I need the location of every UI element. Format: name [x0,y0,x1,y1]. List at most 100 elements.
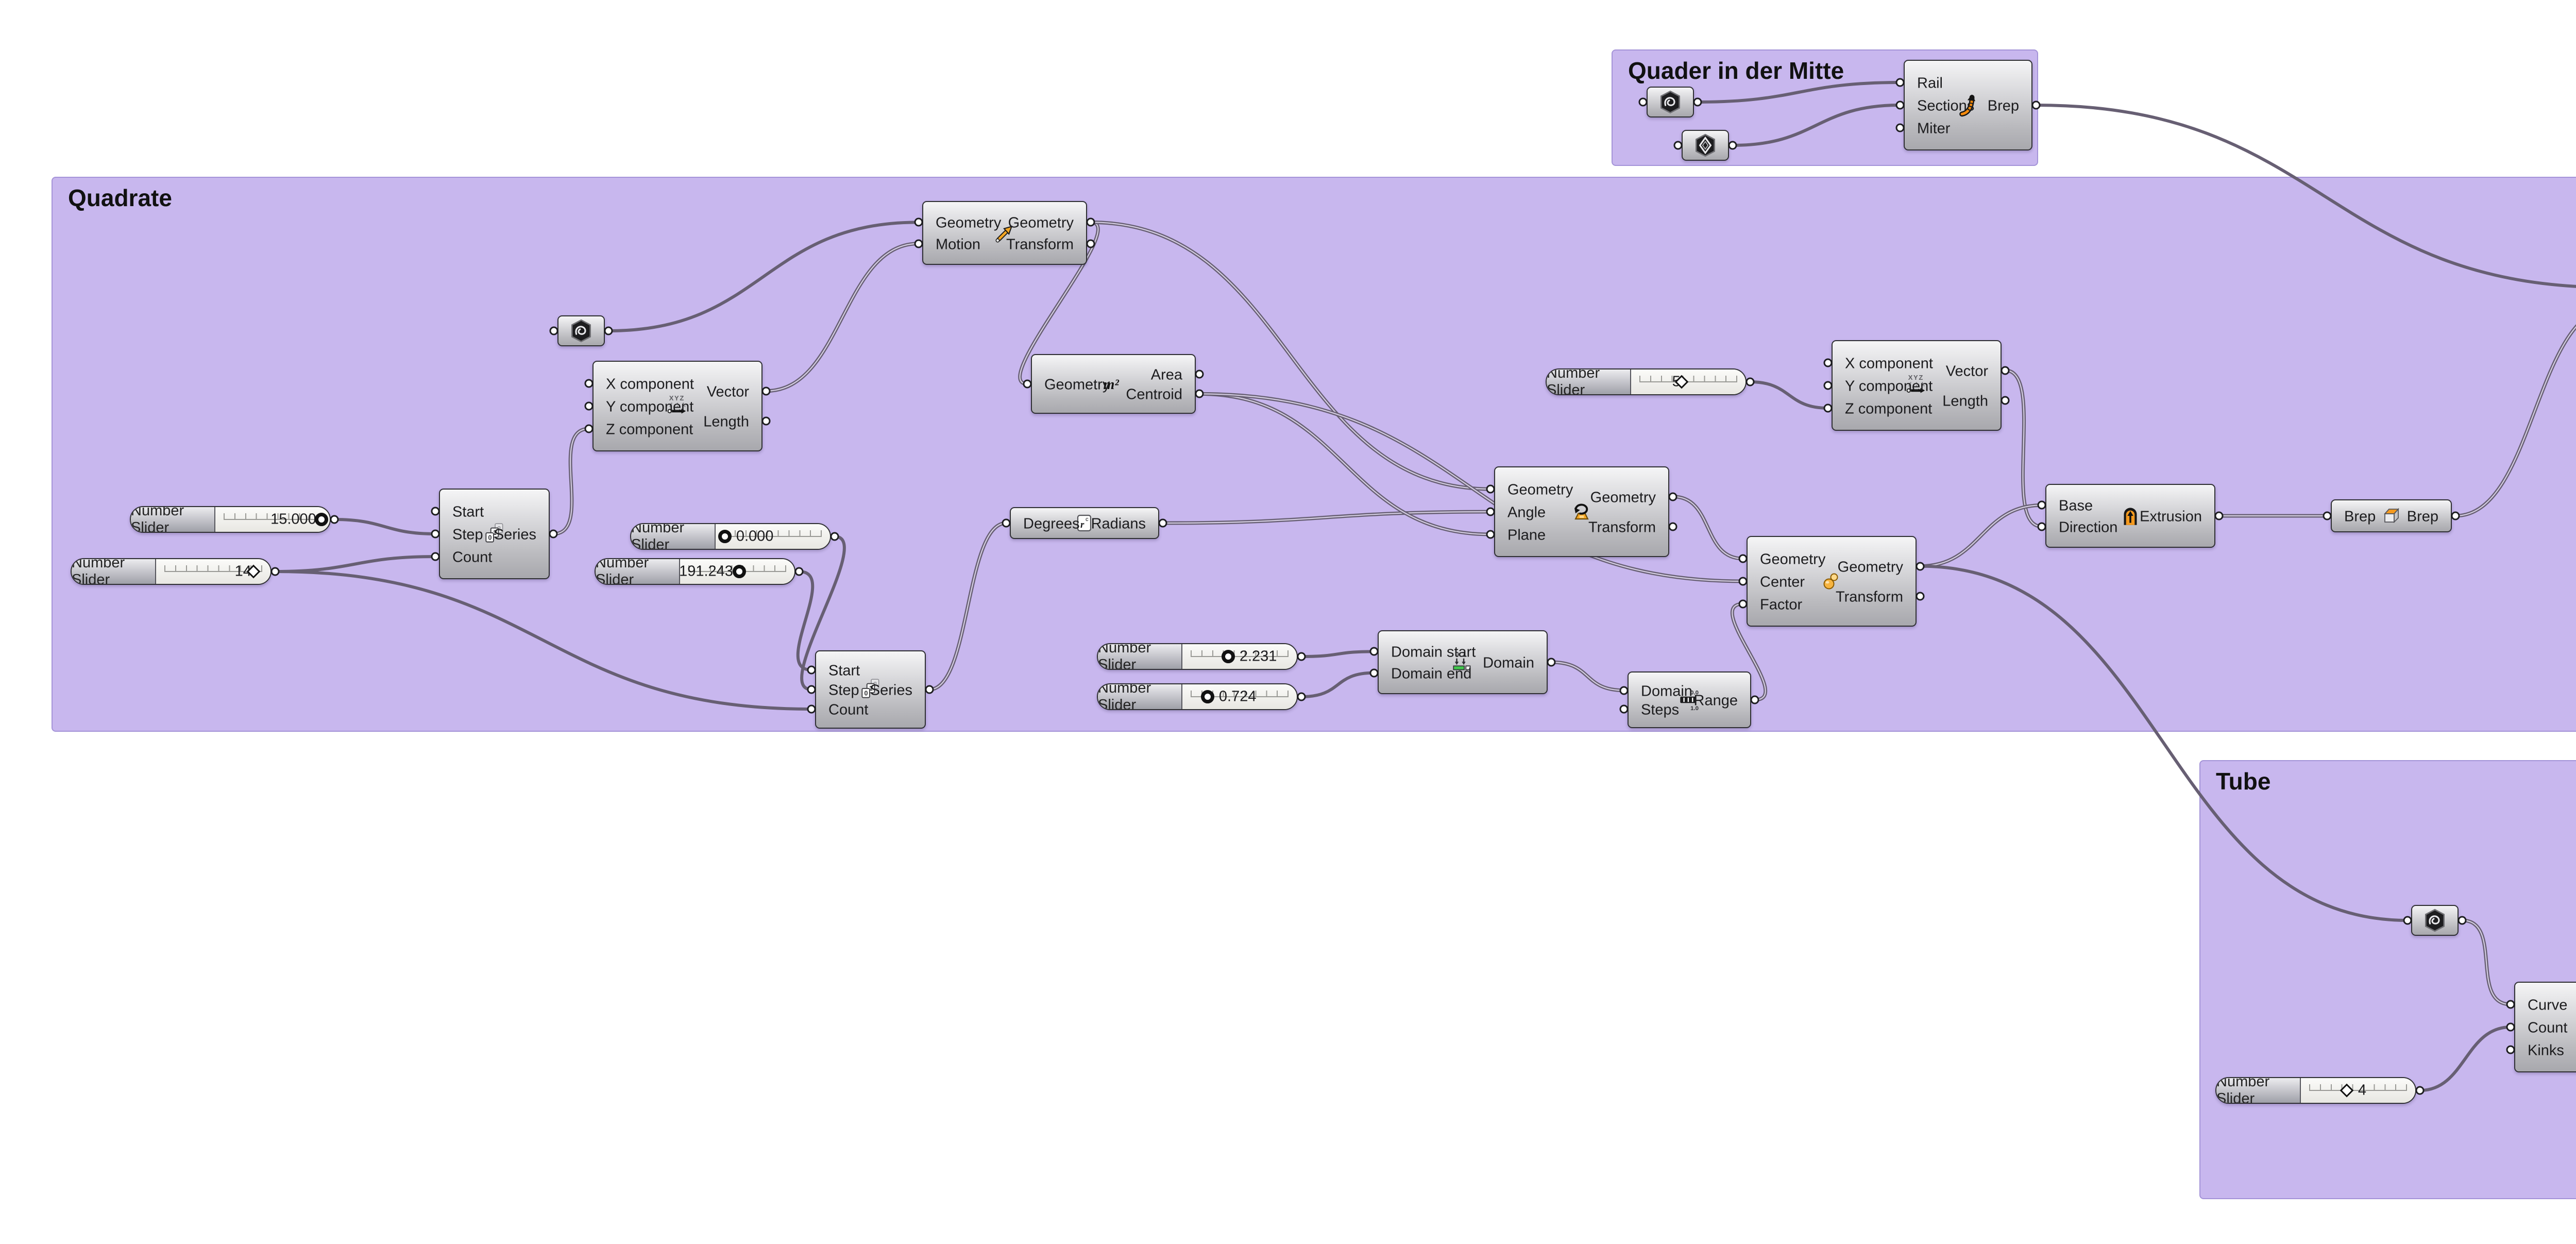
port[interactable] [1693,97,1702,107]
port[interactable] [431,552,440,561]
port[interactable] [1195,389,1204,398]
port[interactable] [1668,522,1677,531]
port[interactable] [1895,123,1905,132]
port[interactable] [549,529,558,539]
port[interactable] [914,217,923,227]
port[interactable] [1486,530,1495,539]
wire[interactable] [1199,393,1491,535]
port[interactable] [549,326,558,335]
port[interactable] [794,567,804,576]
port[interactable] [1486,507,1495,516]
number-slider[interactable]: Number Slider5 [1546,368,1747,395]
port[interactable] [1638,97,1648,107]
wire[interactable] [1199,393,1743,582]
slider-knob[interactable] [718,530,732,543]
slider-track[interactable]: 15.000 [215,507,330,532]
port[interactable] [2415,1086,2425,1095]
wire[interactable] [553,428,589,535]
port[interactable] [1895,78,1905,87]
port[interactable] [807,665,816,675]
port[interactable] [2001,366,2010,375]
group-tube[interactable]: Tube [2199,760,2576,1199]
wire[interactable] [608,221,919,332]
wire[interactable] [1019,222,1099,385]
port[interactable] [584,424,594,433]
slider-track[interactable]: 2.231 [1182,644,1297,669]
port[interactable] [1823,381,1833,390]
wire[interactable] [1732,603,1766,701]
wire[interactable] [1732,104,1901,147]
wire[interactable] [2462,919,2511,1005]
wire[interactable] [2005,369,2042,527]
port[interactable] [1369,668,1379,678]
port[interactable] [1823,358,1833,367]
wire[interactable] [275,555,436,573]
wire[interactable] [1162,511,1491,524]
port[interactable] [2458,916,2467,925]
wire[interactable] [1920,564,2408,922]
port[interactable] [1750,695,1759,704]
port[interactable] [1745,377,1755,386]
port[interactable] [2506,1022,2515,1032]
port[interactable] [1668,492,1677,501]
port[interactable] [1086,239,1095,248]
port[interactable] [1369,647,1379,656]
port[interactable] [925,685,934,694]
wire[interactable] [2419,1026,2511,1092]
wire[interactable] [1697,81,1901,104]
port[interactable] [2037,500,2046,510]
port[interactable] [431,507,440,516]
wire[interactable] [2455,307,2576,517]
wire[interactable] [929,522,1007,691]
slider-track[interactable]: 191.243 [679,559,794,584]
port[interactable] [1023,379,1032,389]
wire[interactable] [2455,307,2576,518]
port[interactable] [914,239,923,248]
port[interactable] [2506,1000,2515,1009]
port[interactable] [604,326,613,335]
slider-knob[interactable] [1221,650,1235,663]
port[interactable] [1673,141,1683,150]
port[interactable] [2451,511,2460,520]
port[interactable] [2403,916,2412,925]
slider-track[interactable]: 0.724 [1182,684,1297,709]
port[interactable] [1158,518,1167,528]
port[interactable] [761,416,771,426]
port[interactable] [270,567,280,576]
slider-knob[interactable] [1200,690,1214,703]
wire[interactable] [1920,505,2042,567]
curve-parameter[interactable] [2411,905,2459,936]
port[interactable] [807,685,816,694]
slider-knob[interactable] [315,513,329,526]
port[interactable] [431,529,440,539]
port[interactable] [1297,652,1306,661]
divide-curve-component[interactable]: CurveCountKinksPointsTangentsParameters [2514,982,2576,1072]
port[interactable] [1728,141,1737,150]
curve-parameter[interactable] [557,315,605,346]
wire[interactable] [1301,650,1375,658]
port[interactable] [1486,484,1495,494]
port[interactable] [1547,658,1556,667]
slider-track[interactable]: 14 [156,559,270,584]
port[interactable] [2001,396,2010,405]
port[interactable] [1738,577,1748,586]
port[interactable] [1619,686,1629,695]
port[interactable] [1297,692,1306,701]
